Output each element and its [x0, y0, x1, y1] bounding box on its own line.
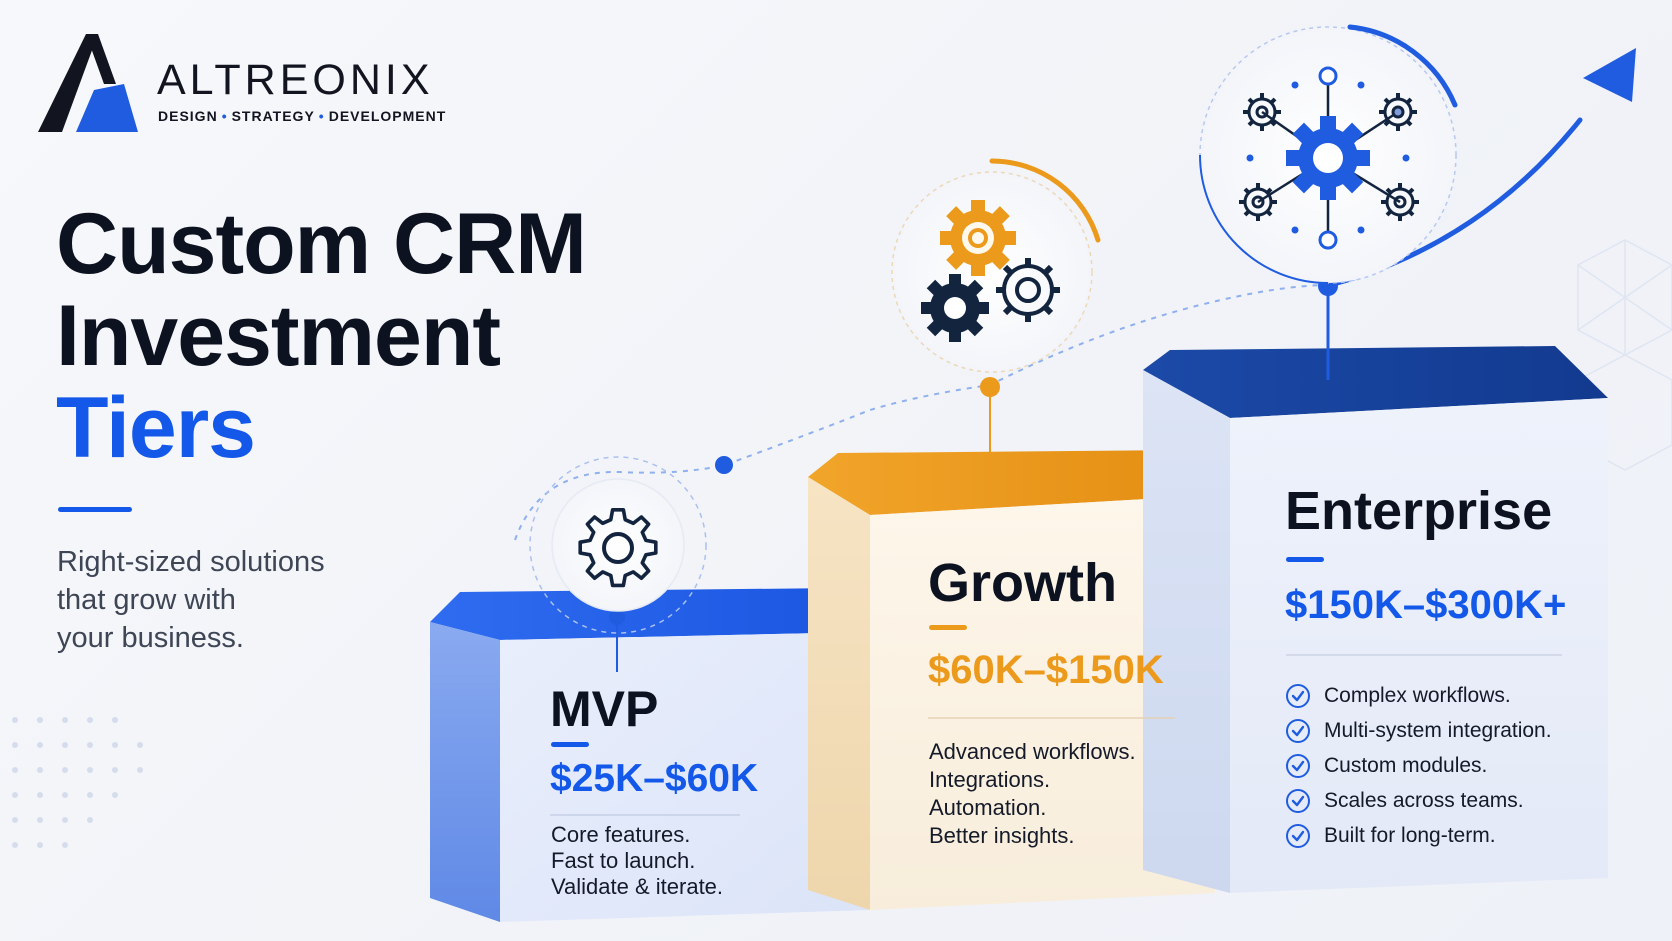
- subtitle: Right-sized solutions that grow with you…: [57, 546, 325, 654]
- tier-mvp-features: Core features. Fast to launch. Validate …: [551, 822, 723, 900]
- brand-name: ALTREONIX: [157, 56, 434, 104]
- list-item: Advanced workflows.: [929, 739, 1136, 764]
- check-circle-icon: [1286, 718, 1310, 743]
- gear-icon: [578, 507, 658, 588]
- list-item: Built for long-term.: [1286, 818, 1552, 853]
- altreonix-logo-icon: [38, 34, 138, 132]
- tier-mvp-underline: [551, 742, 589, 747]
- check-circle-icon: [1286, 683, 1310, 708]
- title-line-2: Investment: [56, 288, 501, 384]
- list-item: Integrations.: [929, 767, 1051, 792]
- list-item: Core features.: [551, 822, 691, 847]
- tier-enterprise-features: Complex workflows. Multi-system integrat…: [1286, 678, 1552, 853]
- brand-tagline: DESIGN•STRATEGY•DEVELOPMENT: [158, 108, 447, 124]
- check-circle-icon: [1286, 753, 1310, 778]
- list-item: Automation.: [929, 795, 1047, 820]
- list-item: Fast to launch.: [551, 848, 696, 873]
- page-title: Custom CRM Investment Tiers: [56, 196, 587, 476]
- list-item: Complex workflows.: [1286, 678, 1552, 713]
- title-line-3: Tiers: [56, 380, 256, 476]
- tier-enterprise-underline: [1286, 557, 1324, 562]
- tier-growth-underline: [929, 625, 967, 630]
- tier-growth-price: $60K–$150K: [928, 648, 1164, 692]
- gear-network-icon: [1239, 66, 1419, 250]
- tier-mvp-price: $25K–$60K: [550, 757, 759, 800]
- list-item: Multi-system integration.: [1286, 713, 1552, 748]
- check-circle-icon: [1286, 788, 1310, 813]
- list-item: Scales across teams.: [1286, 783, 1552, 818]
- list-item: Better insights.: [929, 823, 1075, 848]
- tier-mvp-name: MVP: [550, 681, 659, 737]
- title-line-1: Custom CRM: [56, 196, 587, 292]
- check-circle-icon: [1286, 823, 1310, 848]
- tier-enterprise-price: $150K–$300K+: [1285, 583, 1567, 627]
- tier-growth-features: Advanced workflows. Integrations. Automa…: [929, 738, 1136, 850]
- list-item: Custom modules.: [1286, 748, 1552, 783]
- list-item: Validate & iterate.: [551, 874, 724, 899]
- title-underline: [58, 507, 132, 512]
- tier-enterprise-name: Enterprise: [1285, 481, 1553, 541]
- tier-growth-name: Growth: [928, 553, 1117, 613]
